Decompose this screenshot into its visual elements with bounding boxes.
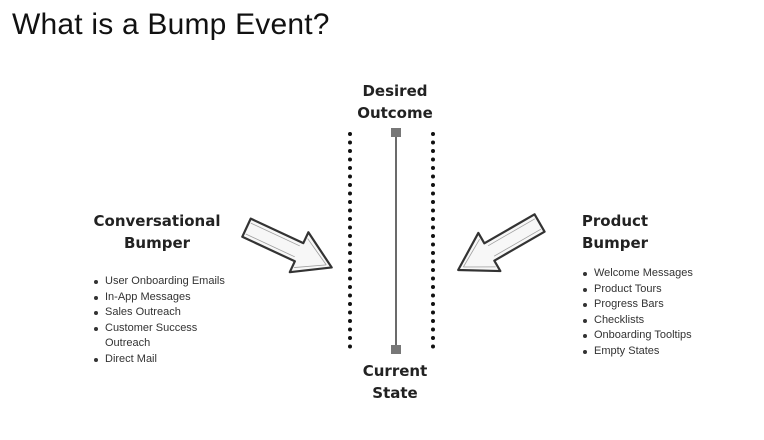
conversational-bumper-heading: Conversational Bumper [76,210,238,254]
label-line: Outcome [357,104,433,122]
label-line: State [372,384,418,402]
list-item: Welcome Messages [580,266,730,282]
label-line: Desired [362,82,428,100]
list-item: User Onboarding Emails [91,274,241,290]
desired-outcome-label: Desired Outcome [340,80,450,124]
list-item: Customer Success Outreach [91,321,217,352]
slide-title: What is a Bump Event? [12,8,330,41]
line-top-cap [391,128,401,137]
product-bumper-list: Welcome Messages Product Tours Progress … [580,266,730,359]
right-arrow-icon [457,213,546,273]
list-item: Empty States [580,344,730,360]
heading-line: Product [581,212,649,230]
label-line: Current [362,362,428,380]
left-arrow-icon [241,217,333,274]
heading-line: Conversational [93,212,221,230]
list-item: Product Tours [580,282,730,298]
list-item: Progress Bars [580,297,730,313]
list-item: Direct Mail [91,352,241,368]
product-bumper-heading: Product Bumper [560,210,670,254]
list-item: Onboarding Tooltips [580,328,730,344]
list-item: In-App Messages [91,290,241,306]
list-item: Sales Outreach [91,305,241,321]
current-state-label: Current State [340,360,450,404]
conversational-bumper-list: User Onboarding Emails In-App Messages S… [91,274,241,367]
heading-line: Bumper [123,234,191,252]
list-item: Checklists [580,313,730,329]
heading-line: Bumper [581,234,649,252]
line-bottom-cap [391,345,401,354]
